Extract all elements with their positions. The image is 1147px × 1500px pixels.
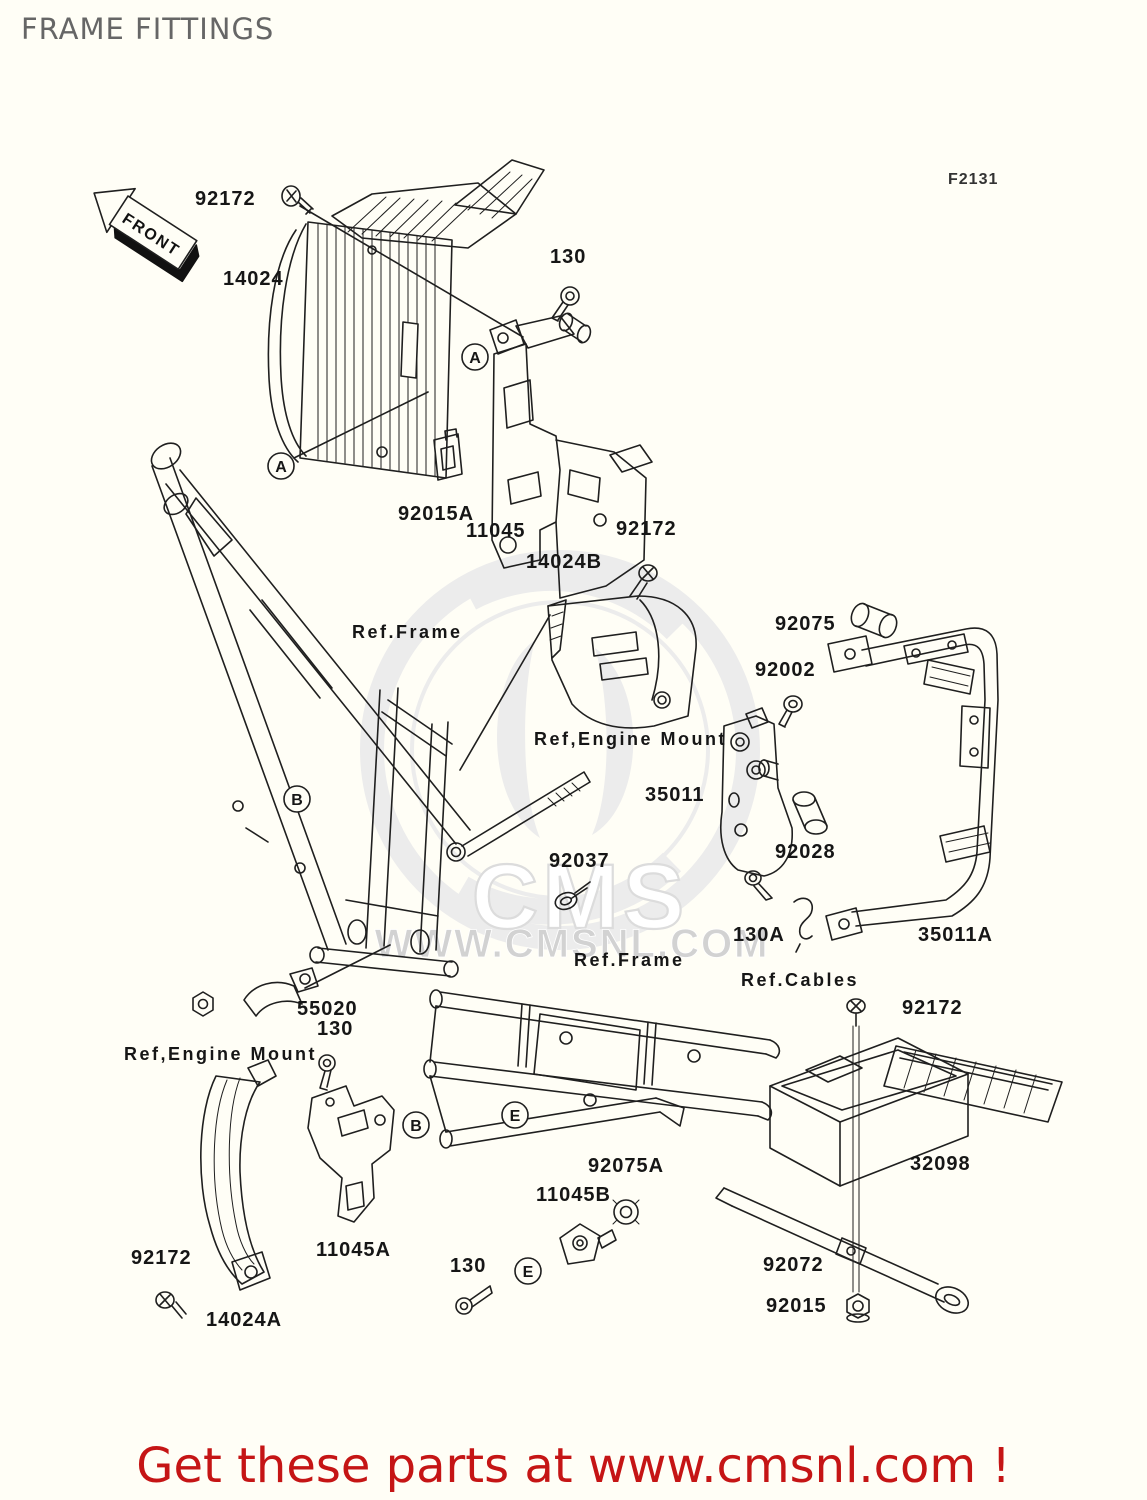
construction-lines — [293, 205, 551, 771]
callout-e: E — [514, 1257, 542, 1285]
label-92172: 92172 — [616, 518, 677, 540]
svg-text:A: A — [275, 459, 287, 476]
label-92075: 92075 — [775, 613, 836, 635]
ref-frame-subframe — [423, 989, 781, 1149]
leader-lines — [160, 196, 948, 1310]
watermark-url-text: WWW.CMSNL.COM — [375, 922, 770, 966]
part-92075-damper — [850, 602, 898, 639]
label-11045b: 11045B — [536, 1184, 611, 1206]
label-14024: 14024 — [223, 268, 284, 290]
svg-text:E: E — [523, 1264, 534, 1281]
part-92072-strap — [715, 1187, 970, 1314]
screw-92172-battery — [846, 998, 866, 1293]
screw-92172-top — [281, 185, 314, 215]
label-55020: 55020 — [297, 998, 358, 1020]
label-92075a: 92075A — [588, 1155, 664, 1177]
part-14024b-guard — [547, 595, 697, 729]
svg-text:A: A — [469, 350, 481, 367]
part-92015a-clamp — [433, 428, 463, 481]
label-92172: 92172 — [131, 1247, 192, 1269]
part-35011a-carrier — [825, 627, 999, 941]
part-14024a-guard — [200, 1059, 277, 1291]
label-92172: 92172 — [195, 188, 256, 210]
callout-a: A — [461, 343, 489, 371]
label-92028: 92028 — [775, 841, 836, 863]
label-130a: 130A — [733, 924, 785, 946]
part-32098-battery-case — [769, 1037, 1063, 1187]
part-14024-radiator-guard — [267, 159, 545, 479]
part-92075a-damper — [612, 1199, 640, 1225]
bolt-130-mid — [318, 1054, 336, 1091]
svg-text:E: E — [510, 1108, 521, 1125]
label-11045: 11045 — [466, 520, 526, 542]
label-11045a: 11045A — [316, 1239, 391, 1261]
svg-text:B: B — [291, 792, 303, 809]
svg-text:B: B — [410, 1118, 422, 1135]
label-ref-engine-mount: Ref,Engine Mount — [534, 729, 727, 749]
part-11045a-bracket — [307, 1085, 395, 1223]
page-title: FRAME FITTINGS — [21, 12, 275, 46]
label-35011a: 35011A — [918, 924, 993, 946]
label-130: 130 — [317, 1018, 353, 1040]
bolt-130a — [744, 870, 773, 901]
part-11045b-holder — [559, 1223, 617, 1265]
nut-92015 — [846, 1293, 870, 1323]
screw-92172-14024b — [629, 564, 658, 600]
label-130: 130 — [450, 1255, 486, 1277]
label-ref-engine-mount: Ref,Engine Mount — [124, 1044, 317, 1064]
ref-cables-clip — [793, 897, 814, 953]
ref-frame-main — [150, 442, 471, 978]
label-92072: 92072 — [763, 1254, 824, 1276]
part-55020-bracket — [192, 944, 391, 1017]
label-130: 130 — [550, 246, 586, 268]
part-92028-collar — [792, 791, 828, 835]
callout-e: E — [501, 1101, 529, 1129]
callout-a: A — [267, 452, 295, 480]
label-35011: 35011 — [645, 784, 705, 806]
bolt-92002 — [778, 695, 803, 728]
label-ref-frame: Ref.Frame — [352, 622, 463, 642]
banner-link[interactable]: Get these parts at www.cmsnl.com ! — [136, 1438, 1011, 1494]
engine-mount-bolt — [446, 771, 591, 862]
part-11045-bracket — [489, 312, 653, 599]
watermark-logo-text: CMS — [472, 846, 688, 948]
label-92037: 92037 — [549, 850, 610, 872]
screw-92172-bottom-left — [155, 1291, 187, 1319]
label-ref-frame: Ref.Frame — [574, 950, 685, 970]
bolt-130-bottom — [455, 1285, 493, 1315]
front-direction-arrow: FRONT — [93, 187, 200, 283]
label-ref-cables: Ref.Cables — [741, 970, 859, 990]
part-92037-clip — [554, 881, 591, 911]
label-32098: 32098 — [910, 1153, 971, 1175]
label-92015a: 92015A — [398, 503, 474, 525]
part-35011-bracket — [719, 707, 793, 877]
label-14024a: 14024A — [206, 1309, 282, 1331]
callout-b: B — [283, 785, 311, 813]
bolt-130-top — [551, 286, 580, 322]
label-92015: 92015 — [766, 1295, 827, 1317]
parts-diagram: CMS WWW.CMSNL.COM FRONT — [93, 159, 1063, 1331]
label-14024b: 14024B — [526, 551, 602, 573]
callout-b: B — [402, 1111, 430, 1139]
label-92002: 92002 — [755, 659, 816, 681]
callout-letters: A A B B E E — [267, 343, 542, 1285]
label-f2131: F2131 — [948, 171, 998, 188]
label-92172: 92172 — [902, 997, 963, 1019]
